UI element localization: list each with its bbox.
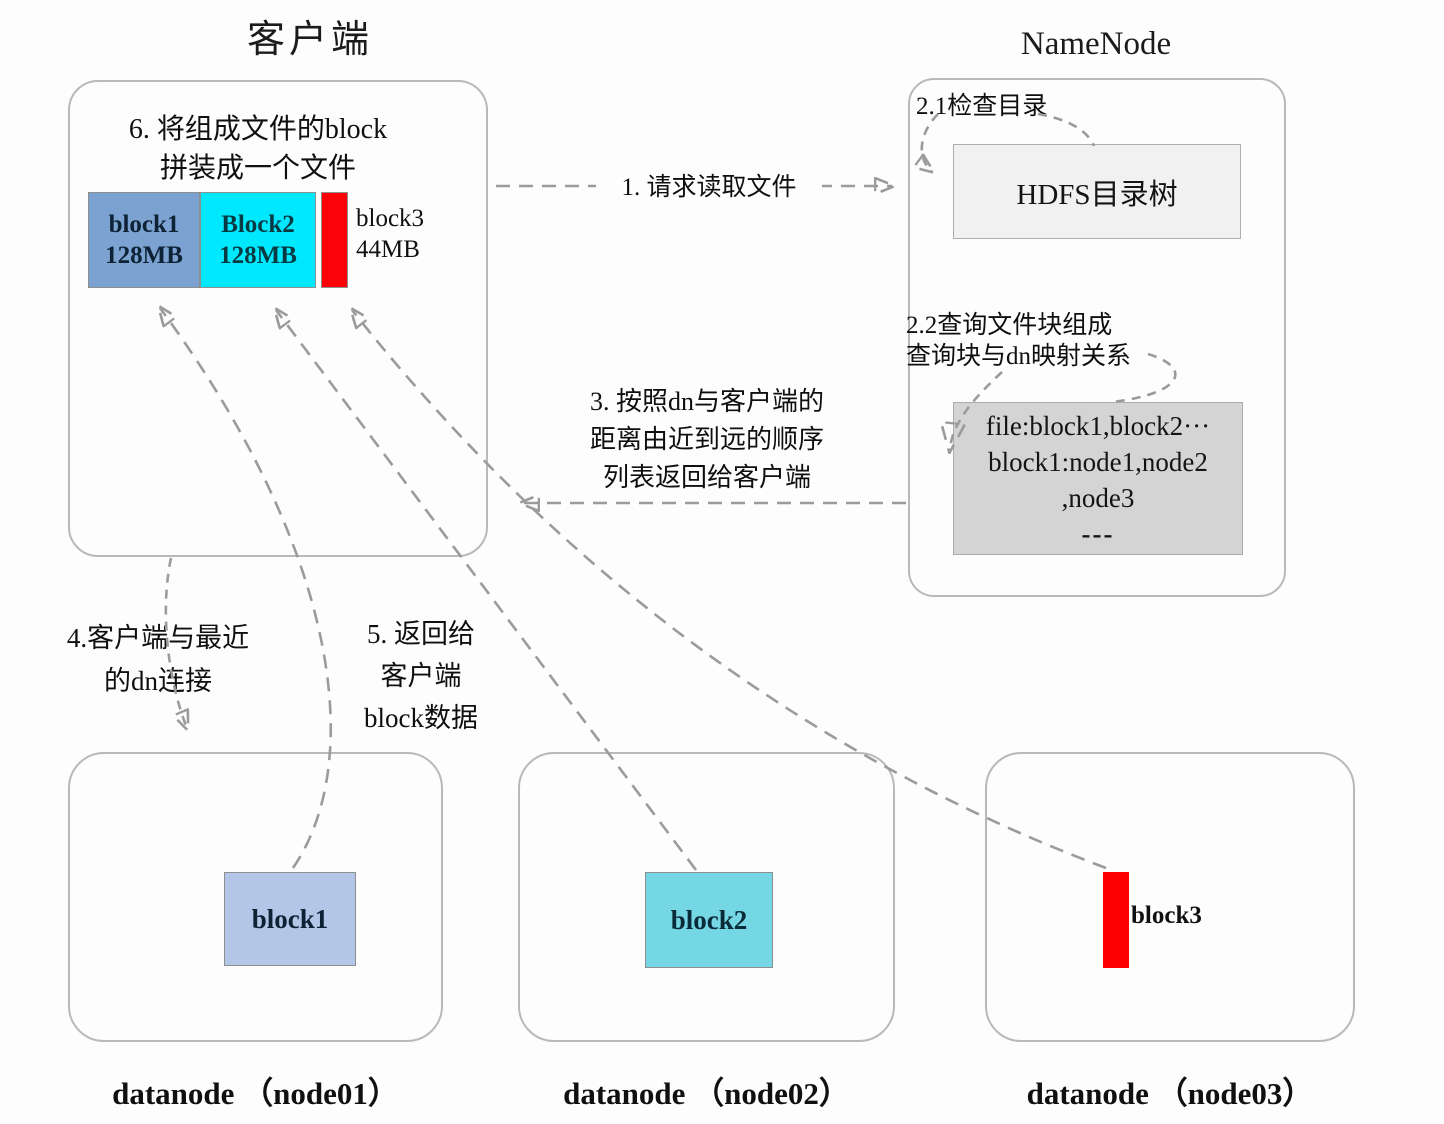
client-note-line2: 拼装成一个文件 (159, 153, 356, 184)
step3-line3: 列表返回给客户端 (602, 463, 811, 492)
mapping-line2: block1:node1,node2 (988, 446, 1208, 477)
datanode3-block3-label: block3 (1131, 902, 1202, 929)
client-block3-caption: block3 44MB (356, 203, 424, 265)
step5-label: 5. 返回给 客户端 block数据 (338, 613, 504, 739)
client-block2: Block2 128MB (200, 192, 316, 288)
client-note-line1: 6. 将组成文件的block (128, 114, 388, 145)
datanode3-label: datanode （node03） (1026, 1076, 1314, 1111)
mapping-ellipsis: --- (1081, 518, 1115, 549)
step-2-1-label: 2.1检查目录 (916, 93, 1048, 120)
client-block2-size: 128MB (219, 242, 297, 269)
datanode1-block1: block1 (224, 872, 356, 966)
client-note: 6. 将组成文件的block 拼装成一个文件 (80, 110, 436, 188)
step5-line1: 5. 返回给 (367, 619, 475, 649)
datanode2-block2-label: block2 (670, 904, 748, 935)
hdfs-directory-tree-label: HDFS目录树 (1016, 178, 1178, 211)
datanode1-label: datanode （node01） (112, 1076, 399, 1111)
block-mapping-box: file:block1,block2··· block1:node1,node2… (953, 402, 1243, 555)
client-block3-bar (321, 192, 348, 288)
client-block1-label: block1 (108, 211, 180, 238)
datanode2-block2: block2 (645, 872, 773, 968)
step-2-2-label: 2.2查询文件块组成 查询块与dn映射关系 (906, 310, 1176, 372)
mapping-line3: ,node3 (1061, 482, 1135, 513)
datanode1-block1-label: block1 (251, 903, 329, 934)
step5-line2: 客户端 (380, 661, 462, 691)
datanode2-label: datanode （node02） (563, 1076, 850, 1111)
client-block2-label: Block2 (221, 211, 295, 238)
namenode-title: NameNode (1020, 26, 1172, 62)
step-2-2-line1: 2.2查询文件块组成 (906, 312, 1113, 339)
client-title: 客户端 (246, 19, 373, 61)
step4-line2: 的dn连接 (104, 666, 212, 696)
datanode3-box (985, 752, 1355, 1042)
step3-line1: 3. 按照dn与客户端的 (589, 387, 824, 416)
client-block3-caption-label: block3 (356, 205, 425, 232)
hdfs-directory-tree-box: HDFS目录树 (953, 144, 1241, 239)
mapping-line1: file:block1,block2··· (985, 410, 1211, 441)
step4-label: 4.客户端与最近 的dn连接 (42, 617, 274, 703)
step3-label: 3. 按照dn与客户端的 距离由近到远的顺序 列表返回给客户端 (552, 383, 862, 497)
step4-line1: 4.客户端与最近 (66, 623, 250, 653)
client-block1: block1 128MB (88, 192, 200, 288)
step1-label: 1. 请求读取文件 (596, 167, 822, 203)
step5-line3: block数据 (364, 703, 478, 733)
client-block1-size: 128MB (105, 242, 183, 269)
step3-line2: 距离由近到远的顺序 (589, 425, 824, 454)
step-2-2-line2: 查询块与dn映射关系 (906, 343, 1132, 370)
client-block3-caption-size: 44MB (356, 236, 420, 263)
datanode3-block3-bar (1103, 872, 1129, 968)
